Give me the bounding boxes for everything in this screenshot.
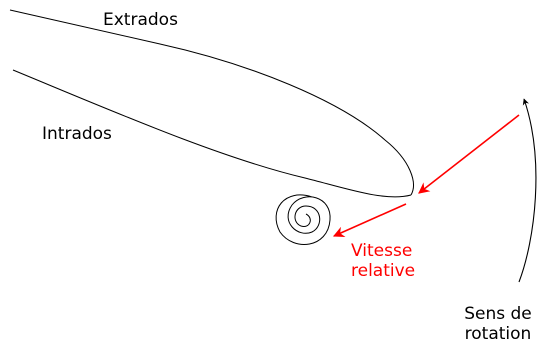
lower-surface-label: Intrados — [42, 124, 112, 144]
relative-velocity-label-line2: relative — [351, 261, 416, 281]
incoming-flow-arrow — [418, 114, 520, 194]
vortex-spiral — [275, 194, 331, 245]
rotation-direction-label-line2: rotation — [464, 324, 532, 344]
rotation-direction-label: Sens de rotation — [458, 304, 538, 344]
rotation-direction-arrow — [518, 98, 537, 283]
rotation-direction-label-line1: Sens de — [464, 304, 532, 324]
relative-velocity-label-line1: Vitesse — [351, 241, 413, 261]
relative-velocity-label: Vitesse relative — [351, 241, 415, 281]
relative-velocity-arrow — [332, 203, 407, 238]
lower-surface-line — [12, 69, 412, 198]
upper-surface-label: Extrados — [103, 10, 178, 30]
upper-surface-line — [9, 9, 414, 196]
